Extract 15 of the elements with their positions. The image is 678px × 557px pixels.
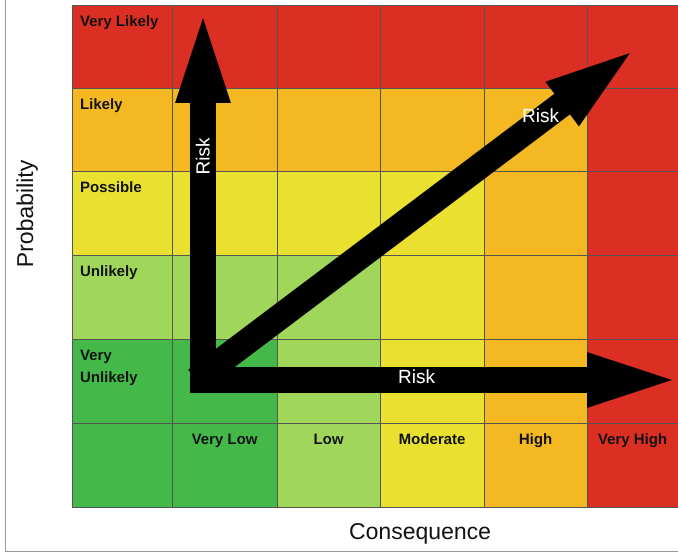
column-label: Low	[312, 430, 344, 450]
row-label: Unlikely	[80, 262, 139, 282]
arrow-label: Risk	[522, 106, 559, 128]
arrow-label: Risk	[398, 367, 435, 389]
row-label: Very Unlikely	[80, 346, 139, 388]
column-label: High	[518, 430, 554, 450]
axis-title: Consequence	[349, 518, 491, 545]
column-label: Moderate	[398, 430, 466, 450]
arrow-label: Risk	[193, 138, 216, 174]
row-label: Very Likely	[80, 12, 160, 32]
column-label: Very Low	[190, 430, 258, 450]
row-label: Likely	[80, 95, 124, 115]
axis-title: Probability	[12, 160, 40, 268]
column-label: Very High	[597, 430, 668, 450]
row-label: Possible	[80, 178, 143, 198]
